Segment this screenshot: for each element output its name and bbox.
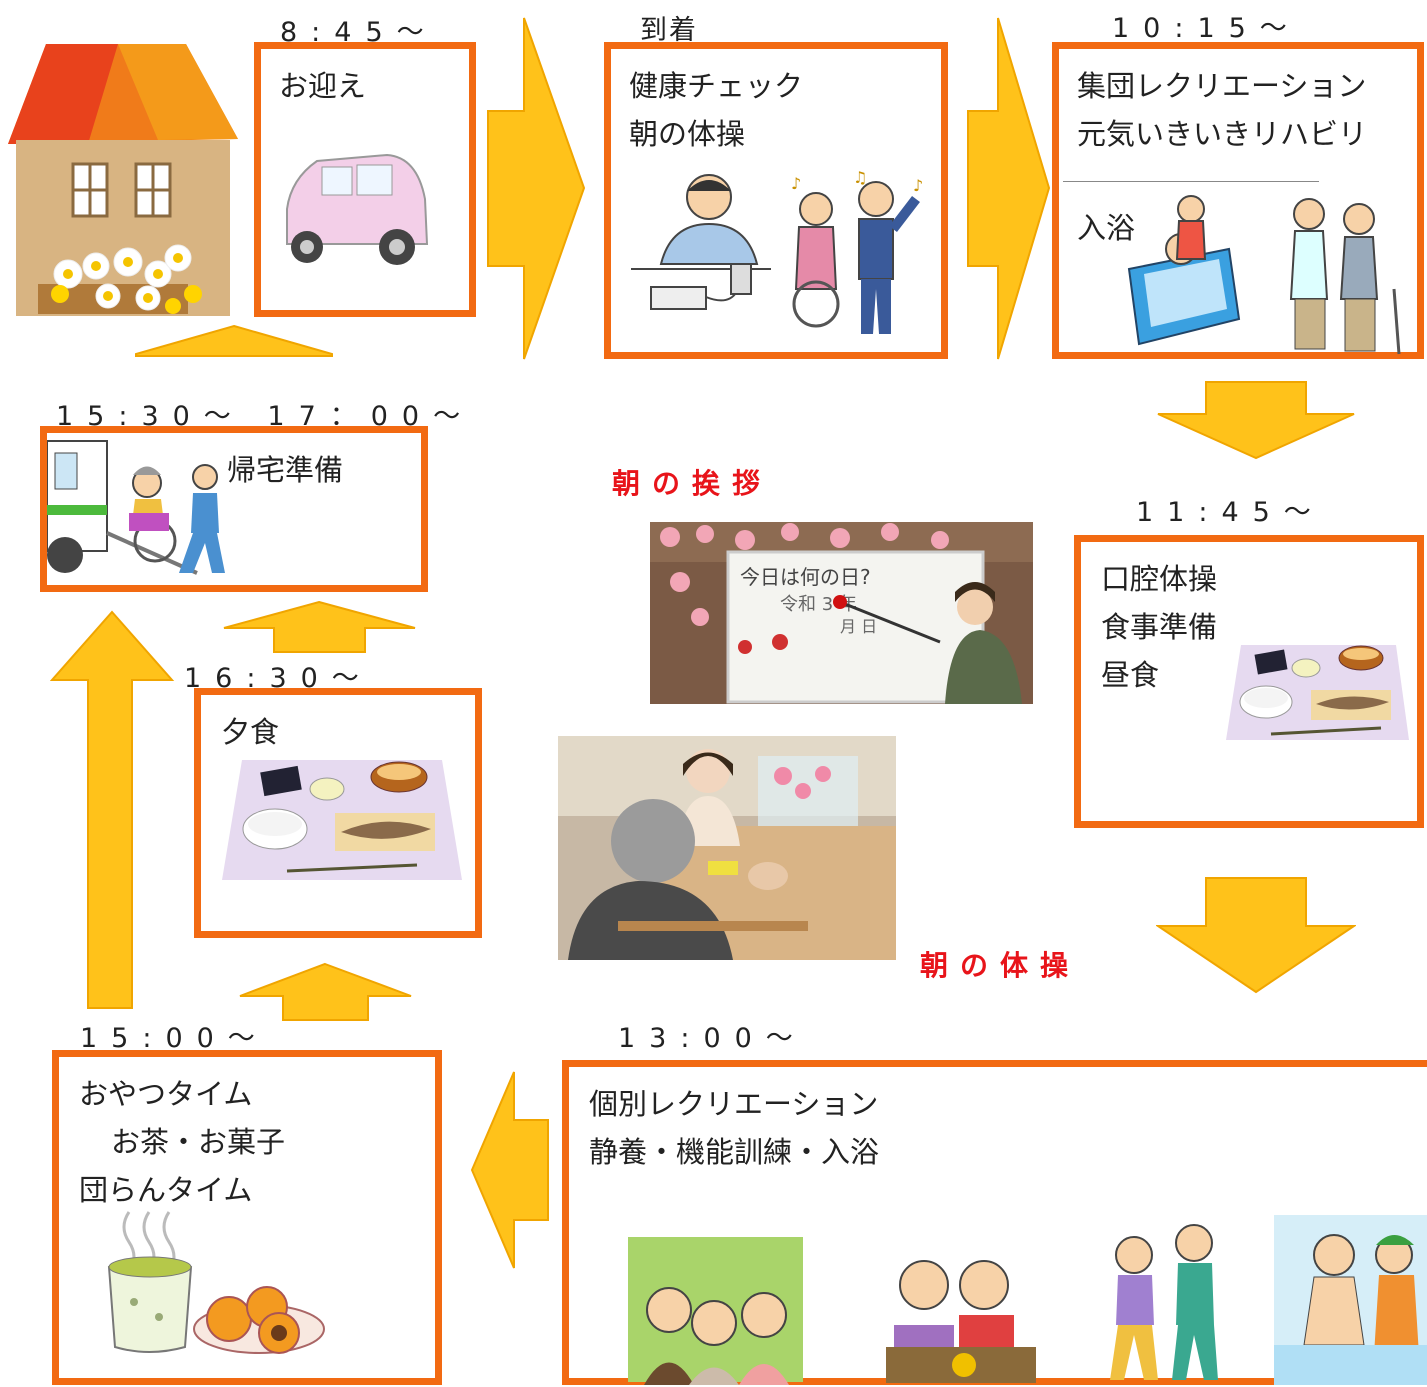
board-line-3: 月 日: [840, 617, 877, 636]
snack-time: 15:00～: [80, 1023, 269, 1054]
arrow-up-3: [238, 962, 413, 1022]
bath-label: 入浴: [1077, 211, 1136, 245]
van-icon: [47, 433, 227, 585]
arrow-down-2: [1156, 876, 1356, 994]
exercise-title: 朝の体操: [920, 949, 1081, 982]
lunch-line-2: 食事準備: [1101, 610, 1218, 644]
bath-divider: [1063, 181, 1319, 182]
afternoon-line-2: 静養・機能訓練・入浴: [589, 1135, 880, 1169]
morning-box: 集団レクリエーション 元気いきいきリハビリ 入浴: [1052, 42, 1424, 359]
greeting-title: 朝の挨拶: [612, 467, 773, 500]
arrival-line-2: 朝の体操: [629, 117, 746, 151]
arrow-right-1: [486, 16, 586, 361]
tea-icon: [99, 1207, 329, 1357]
svg-text:♫: ♫: [853, 169, 867, 187]
arrow-down-1: [1156, 380, 1356, 460]
svg-text:♪: ♪: [791, 174, 801, 193]
return-label: 帰宅準備: [227, 453, 344, 487]
pickup-box: お迎え: [254, 42, 476, 317]
exercise-icon: ♪ ♫ ♪: [631, 169, 931, 339]
snack-line-2: お茶・お菓子: [111, 1125, 286, 1159]
bath-icon: [1119, 189, 1419, 359]
afternoon-box: 個別レクリエーション 静養・機能訓練・入浴: [562, 1060, 1427, 1385]
arrival-time: 到着: [640, 15, 698, 46]
arrival-line-1: 健康チェック: [629, 69, 804, 103]
arrow-right-2: [966, 16, 1051, 361]
snack-line-1: おやつタイム: [79, 1077, 253, 1111]
arrow-up-2: [222, 600, 417, 654]
pickup-label: お迎え: [279, 69, 367, 103]
arrival-box: 健康チェック 朝の体操 ♪ ♫ ♪: [604, 42, 948, 359]
meal-icon-dinner: [217, 755, 467, 885]
house-icon: [8, 44, 240, 320]
morning-line-1: 集団レクリエーション: [1077, 69, 1367, 103]
lunch-line-3: 昼食: [1101, 658, 1160, 692]
snack-box: おやつタイム お茶・お菓子 団らんタイム: [52, 1050, 442, 1385]
snack-line-3: 団らんタイム: [79, 1173, 253, 1207]
dinner-label: 夕食: [221, 715, 280, 749]
exercise-photo: [558, 736, 896, 960]
morning-line-2: 元気いきいきリハビリ: [1077, 117, 1368, 151]
arrow-up-1: [134, 324, 334, 358]
afternoon-time: 13:00～: [618, 1023, 807, 1054]
greeting-photo: 今日は何の日? 令和 3 年 月 日: [650, 522, 1033, 704]
arrow-left: [470, 1070, 550, 1270]
morning-time: 10:15～: [1112, 13, 1301, 44]
return-box: 帰宅準備: [40, 426, 428, 592]
activities-icon: [624, 1215, 1427, 1385]
board-line-1: 今日は何の日?: [740, 565, 871, 589]
meal-icon: [1221, 640, 1411, 750]
svg-text:♪: ♪: [913, 176, 923, 195]
arrow-up-tall: [50, 610, 175, 1010]
lunch-time: 11:45～: [1136, 497, 1325, 528]
afternoon-line-1: 個別レクリエーション: [589, 1087, 879, 1121]
lunch-box: 口腔体操 食事準備 昼食: [1074, 535, 1424, 828]
lunch-line-1: 口腔体操: [1101, 562, 1218, 596]
car-icon: [277, 149, 437, 269]
dinner-box: 夕食: [194, 688, 482, 938]
